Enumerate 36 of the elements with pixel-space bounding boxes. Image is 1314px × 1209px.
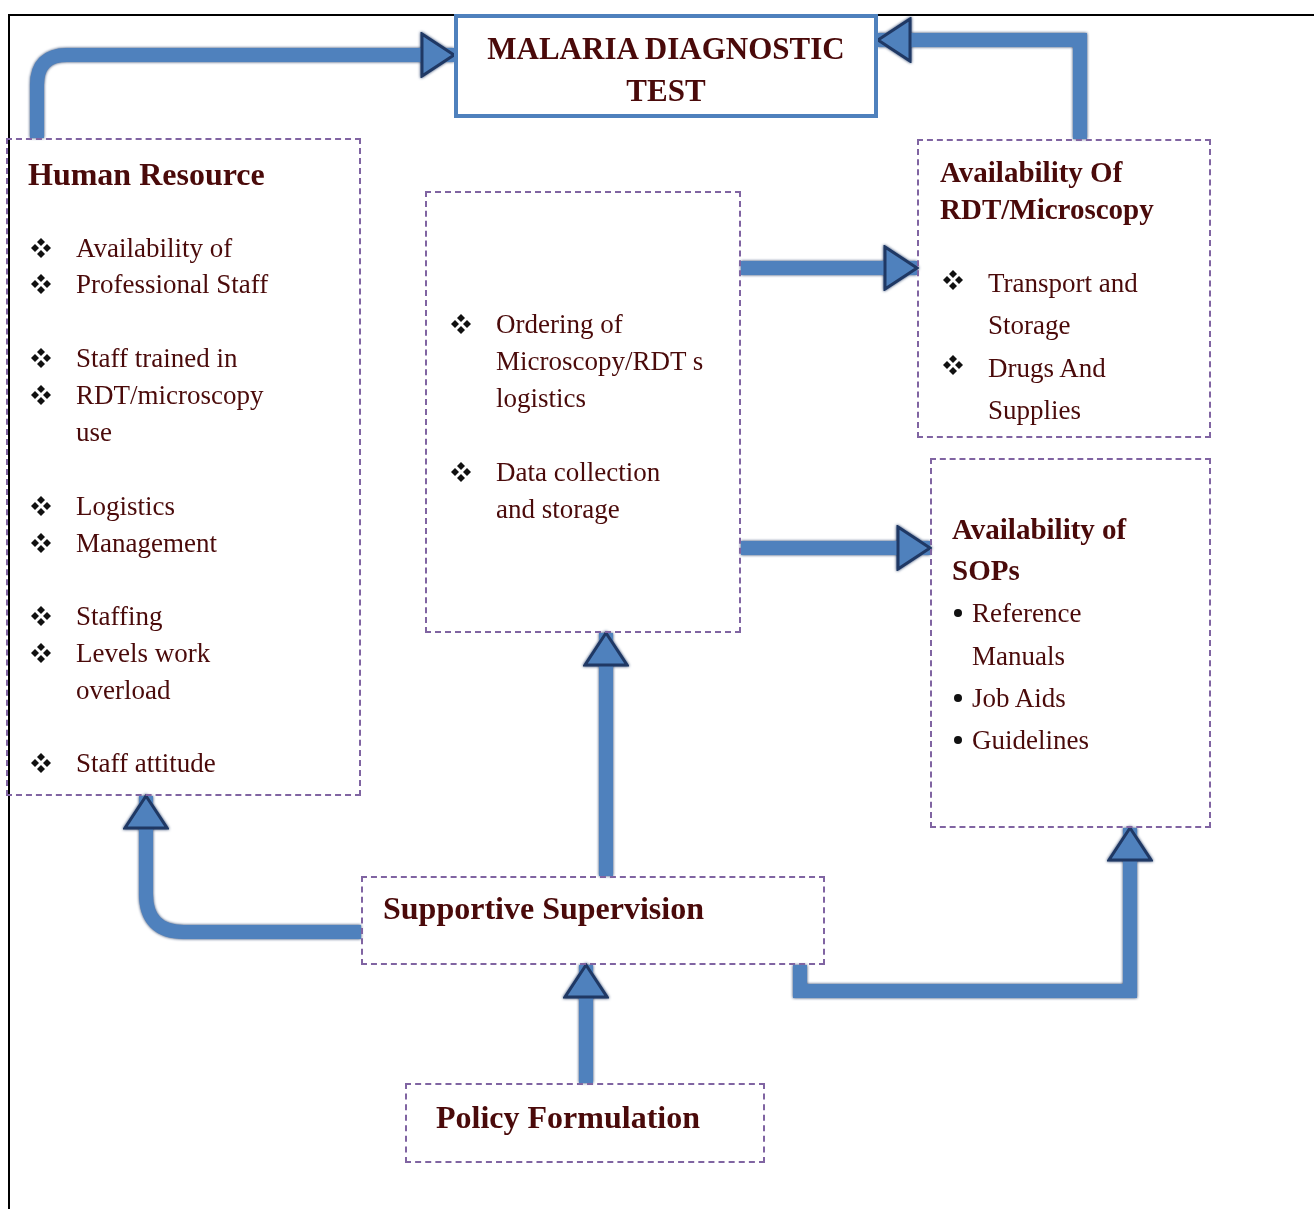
block-arrow: [30, 32, 456, 138]
title-text: MALARIA DIAGNOSTIC TEST: [486, 30, 846, 110]
list-item-text: Staff attitude: [76, 747, 217, 780]
dashed-box: [405, 1083, 765, 1163]
list-item-text: Guidelines: [972, 724, 1090, 757]
box-heading: Supportive Supervision: [383, 889, 705, 928]
dashed-box: [6, 138, 361, 796]
list-item-text: Job Aids: [972, 682, 1067, 715]
dashed-box: [425, 191, 741, 633]
list-item-text: RDT/microscopy use: [76, 379, 265, 449]
box-heading: Availability Of RDT/Microscopy: [940, 155, 1155, 227]
block-arrow: [741, 525, 932, 571]
box-heading: Policy Formulation: [436, 1098, 701, 1137]
block-arrow: [123, 794, 361, 939]
list-item-text: Staffing: [76, 600, 164, 633]
list-item-text: Transport and Storage: [988, 267, 1139, 342]
list-item-text: Ordering of Microscopy/RDT s logistics: [496, 308, 705, 415]
list-item-text: Reference Manuals: [972, 597, 1083, 673]
block-arrow: [583, 631, 629, 876]
title-box: [454, 14, 878, 118]
block-arrow: [563, 963, 609, 1083]
list-item-text: Data collection and storage: [496, 456, 662, 526]
list-item-text: Logistics: [76, 490, 176, 523]
dashed-box: [917, 139, 1211, 438]
box-heading: Human Resource: [28, 155, 266, 194]
dashed-box: [930, 458, 1211, 828]
block-arrow: [741, 245, 919, 291]
list-item-text: Drugs And Supplies: [988, 352, 1107, 427]
list-item-text: Staff trained in: [76, 342, 239, 375]
block-arrow: [793, 826, 1153, 998]
box-heading: Availability of SOPs: [952, 512, 1128, 588]
list-item-text: Levels work overload: [76, 637, 212, 707]
list-item-text: Availability of: [76, 232, 234, 265]
list-item-text: Management: [76, 527, 218, 560]
list-item-text: Professional Staff: [76, 268, 270, 301]
dashed-box: [361, 876, 825, 965]
